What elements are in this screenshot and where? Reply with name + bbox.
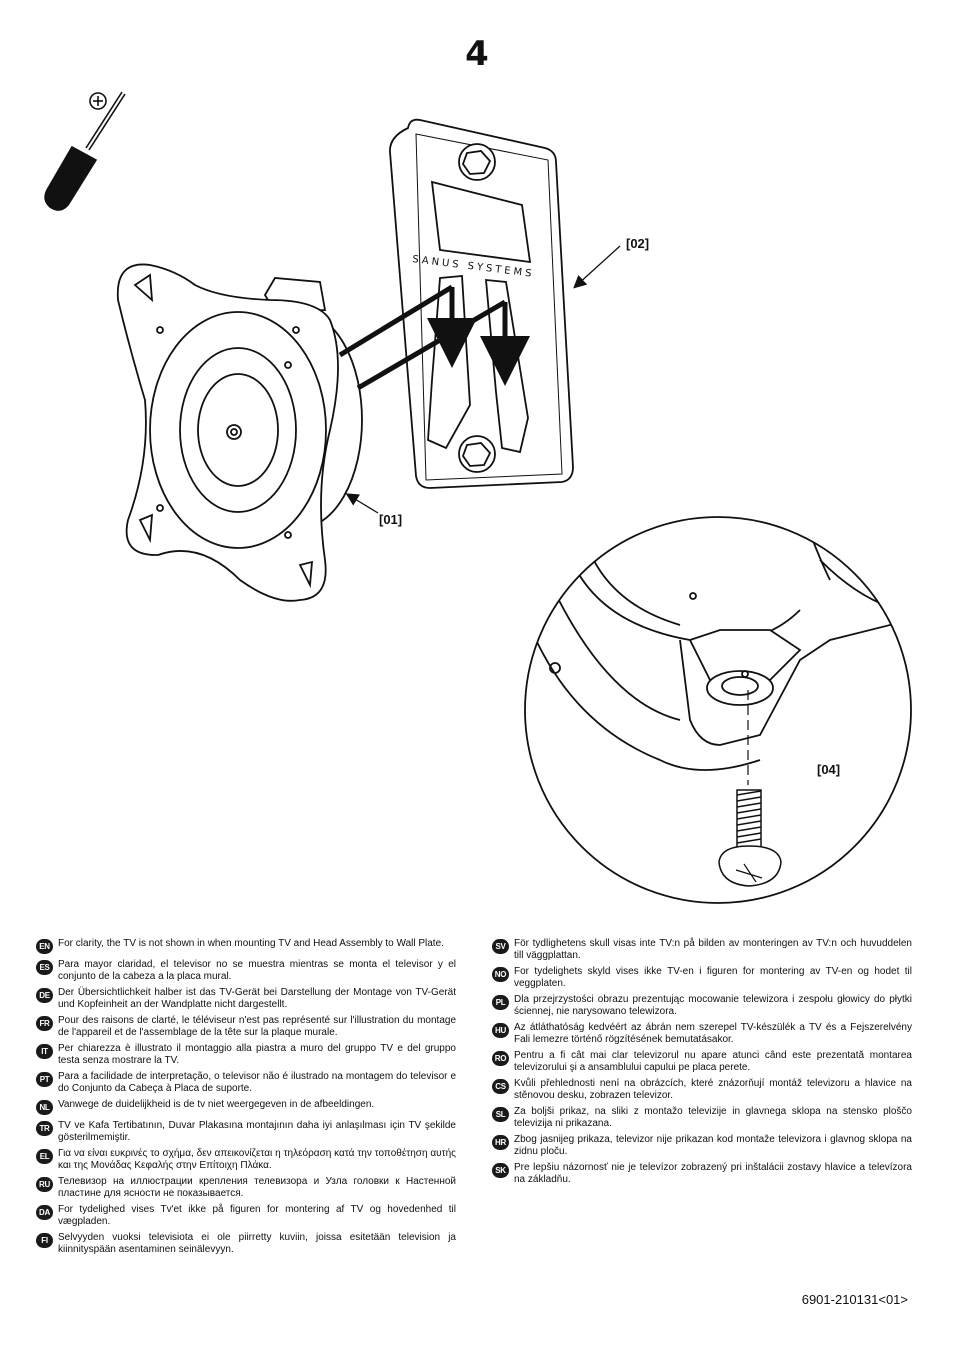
wall-plate: SANUS SYSTEMS	[389, 118, 574, 489]
language-badge: TR	[36, 1121, 53, 1136]
language-note: TR TV ve Kafa Tertibatının, Duvar Plakası…	[36, 1120, 456, 1143]
language-badge: PL	[492, 995, 509, 1010]
insertion-arrows	[338, 284, 530, 391]
assembly-illustration: SANUS SYSTEMS	[44, 91, 912, 904]
callout-01: [01]	[379, 512, 403, 527]
language-badge: HU	[492, 1023, 509, 1038]
language-note-text: Za boljši prikaz, na sliki z montažo tel…	[514, 1106, 912, 1129]
language-badge: CS	[492, 1079, 509, 1094]
language-note-text: Para mayor claridad, el televisor no se …	[58, 959, 456, 982]
language-note-text: Pour des raisons de clarté, le téléviseu…	[58, 1015, 456, 1038]
language-note: RO Pentru a fi cât mai clar televizorul n…	[492, 1050, 912, 1073]
language-note: FI Selvyyden vuoksi televisiota ei ole pi…	[36, 1232, 456, 1255]
language-note-text: For tydelighed vises Tv'et ikke på figur…	[58, 1204, 456, 1227]
language-note-text: Per chiarezza è illustrato il montaggio …	[58, 1043, 456, 1066]
language-note-text: Για να είναι ευκρινές το σχήμα, δεν απει…	[58, 1148, 456, 1171]
language-note: HU Az átláthatóság kedvéért az ábrán nem …	[492, 1022, 912, 1045]
language-note-text: Kvůli přehlednosti není na obrázcích, kt…	[514, 1078, 912, 1101]
head-assembly	[116, 263, 363, 602]
language-note: CS Kvůli přehlednosti není na obrázcích, …	[492, 1078, 912, 1101]
language-note-text: Para a facilidade de interpretação, o te…	[58, 1071, 456, 1094]
language-badge: NL	[36, 1100, 53, 1115]
notes-right-column: SV För tydlighetens skull visas inte TV:n…	[492, 938, 912, 1190]
language-note-text: Zbog jasnijeg prikaza, televizor nije pr…	[514, 1134, 912, 1157]
language-badge: HR	[492, 1135, 509, 1150]
language-badge: SV	[492, 939, 509, 954]
language-badge: EL	[36, 1149, 53, 1164]
language-note-text: Pentru a fi cât mai clar televizorul nu …	[514, 1050, 912, 1073]
language-badge: NO	[492, 967, 509, 982]
detail-view	[524, 516, 912, 904]
language-note-text: TV ve Kafa Tertibatının, Duvar Plakasına…	[58, 1120, 456, 1143]
language-note: SV För tydlighetens skull visas inte TV:n…	[492, 938, 912, 961]
language-note: EN For clarity, the TV is not shown in wh…	[36, 938, 456, 954]
language-note: NO For tydelighets skyld vises ikke TV-en…	[492, 966, 912, 989]
language-note: PL Dla przejrzystości obrazu prezentując …	[492, 994, 912, 1017]
language-note: FR Pour des raisons de clarté, le télévis…	[36, 1015, 456, 1038]
language-note-text: Pre lepšiu názornosť nie je televízor zo…	[514, 1162, 912, 1185]
language-note: SK Pre lepšiu názornosť nie je televízor …	[492, 1162, 912, 1185]
language-badge: FI	[36, 1233, 53, 1248]
language-note: RU Телевизор на иллюстрации крепления тел…	[36, 1176, 456, 1199]
language-note-text: Der Übersichtlichkeit halber ist das TV-…	[58, 987, 456, 1010]
language-badge: EN	[36, 939, 53, 954]
notes-left-column: EN For clarity, the TV is not shown in wh…	[36, 938, 456, 1260]
language-badge: RO	[492, 1051, 509, 1066]
language-badge: SL	[492, 1107, 509, 1122]
language-note: NL Vanwege de duidelijkheid is de tv niet…	[36, 1099, 456, 1115]
step-number: 4	[465, 34, 489, 74]
language-note: DA For tydelighed vises Tv'et ikke på fig…	[36, 1204, 456, 1227]
language-note-text: Az átláthatóság kedvéért az ábrán nem sz…	[514, 1022, 912, 1045]
language-note: PT Para a facilidade de interpretação, o …	[36, 1071, 456, 1094]
document-code: 6901-210131<01>	[801, 1292, 908, 1307]
language-badge: RU	[36, 1177, 53, 1192]
language-badge: FR	[36, 1016, 53, 1031]
callout-04: [04]	[817, 762, 841, 777]
language-note: EL Για να είναι ευκρινές το σχήμα, δεν απ…	[36, 1148, 456, 1171]
language-badge: SK	[492, 1163, 509, 1178]
callout-02: [02]	[626, 236, 650, 251]
language-note-text: För tydlighetens skull visas inte TV:n p…	[514, 938, 912, 961]
language-note-text: Dla przejrzystości obrazu prezentując mo…	[514, 994, 912, 1017]
language-note-text: Телевизор на иллюстрации крепления телев…	[58, 1176, 456, 1199]
language-badge: PT	[36, 1072, 53, 1087]
language-note-text: For clarity, the TV is not shown in when…	[58, 938, 444, 949]
language-note: SL Za boljši prikaz, na sliki z montažo t…	[492, 1106, 912, 1129]
language-badge: DA	[36, 1205, 53, 1220]
language-badge: DE	[36, 988, 53, 1003]
language-note: ES Para mayor claridad, el televisor no s…	[36, 959, 456, 982]
language-note: IT Per chiarezza è illustrato il montaggi…	[36, 1043, 456, 1066]
language-badge: ES	[36, 960, 53, 975]
screwdriver-icon	[44, 91, 126, 211]
language-note-text: Vanwege de duidelijkheid is de tv niet w…	[58, 1099, 375, 1110]
language-note: HR Zbog jasnijeg prikaza, televizor nije …	[492, 1134, 912, 1157]
language-note-text: Selvyyden vuoksi televisiota ei ole piir…	[58, 1232, 456, 1255]
language-note: DE Der Übersichtlichkeit halber ist das T…	[36, 987, 456, 1010]
screw-icon	[718, 789, 782, 887]
language-note-text: For tydelighets skyld vises ikke TV-en i…	[514, 966, 912, 989]
language-badge: IT	[36, 1044, 53, 1059]
